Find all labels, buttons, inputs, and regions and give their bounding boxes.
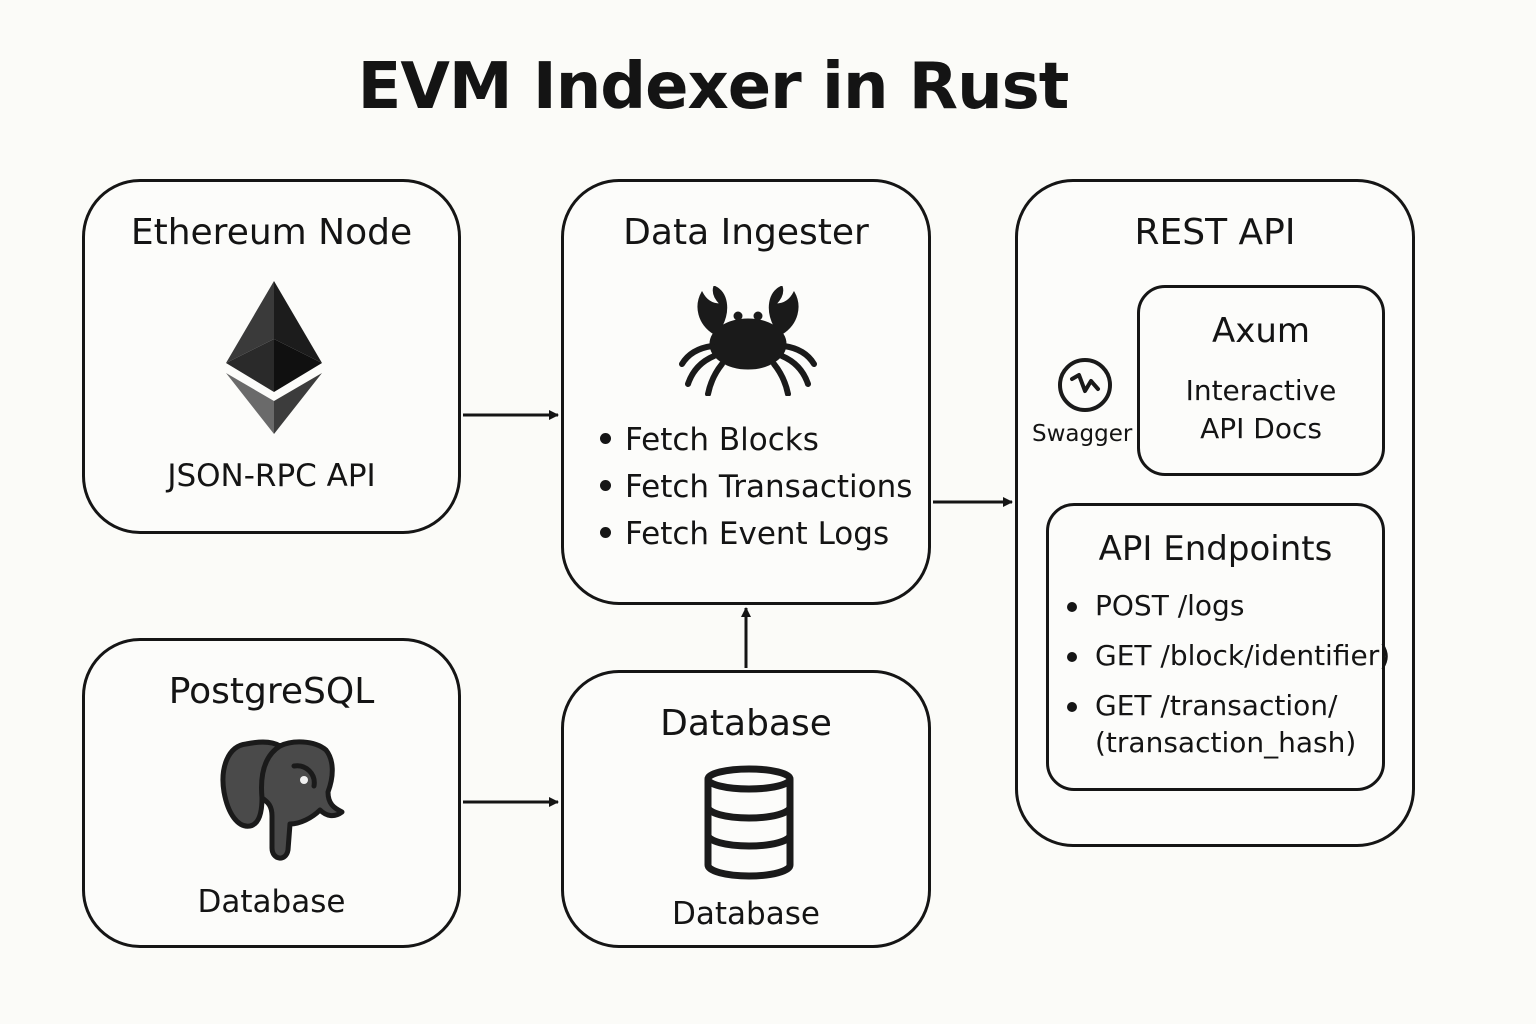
- data-ingester-box: Data Ingester Fetch Blocks Fetch Transac…: [561, 179, 931, 605]
- ethereum-icon: [226, 281, 322, 434]
- page-title: EVM Indexer in Rust: [357, 50, 1070, 124]
- swagger-icon: [1058, 358, 1112, 412]
- database-cylinder-icon: [704, 765, 794, 880]
- list-item: GET /transaction/ (transaction_hash): [1067, 687, 1390, 761]
- data-ingester-title: Data Ingester: [623, 212, 869, 253]
- rest-api-box: REST API Swagger Axum Interactive API Do…: [1015, 179, 1415, 847]
- ingester-task-list: Fetch Blocks Fetch Transactions Fetch Ev…: [600, 417, 912, 558]
- endpoint-list: POST /logs GET /block/identifier) GET /t…: [1067, 587, 1390, 774]
- axum-docs-line2: API Docs: [1200, 412, 1322, 445]
- ethereum-node-title: Ethereum Node: [130, 212, 413, 253]
- postgresql-box: PostgreSQL Database: [82, 638, 461, 948]
- database-box: Database Database: [561, 670, 931, 948]
- ethereum-node-box: Ethereum Node JSON-RPC API: [82, 179, 461, 534]
- list-item: Fetch Blocks: [600, 417, 912, 464]
- list-item: GET /block/identifier): [1067, 637, 1390, 674]
- crab-icon: [679, 286, 817, 396]
- axum-box: Axum Interactive API Docs: [1137, 285, 1385, 476]
- database-title: Database: [660, 703, 832, 744]
- api-endpoints-title: API Endpoints: [1098, 529, 1333, 569]
- endpoint-line: POST /logs: [1095, 589, 1245, 622]
- api-endpoints-box: API Endpoints POST /logs GET /block/iden…: [1046, 503, 1390, 791]
- list-item: Fetch Event Logs: [600, 511, 912, 558]
- ethereum-node-caption: JSON-RPC API: [167, 458, 376, 494]
- endpoint-line: GET /transaction/: [1095, 689, 1338, 722]
- swagger-label: Swagger: [1032, 421, 1133, 447]
- elephant-icon: [220, 739, 345, 861]
- postgresql-title: PostgreSQL: [168, 671, 375, 712]
- list-item: Fetch Transactions: [600, 464, 912, 511]
- database-caption: Database: [672, 896, 820, 932]
- endpoint-line: GET /block/identifier): [1095, 639, 1391, 672]
- list-item: POST /logs: [1067, 587, 1390, 624]
- endpoint-line-continued: (transaction_hash): [1095, 726, 1357, 759]
- axum-docs-line1: Interactive: [1185, 374, 1337, 407]
- axum-title: Axum: [1211, 311, 1311, 351]
- rest-api-title: REST API: [1134, 212, 1296, 253]
- postgresql-caption: Database: [197, 884, 346, 920]
